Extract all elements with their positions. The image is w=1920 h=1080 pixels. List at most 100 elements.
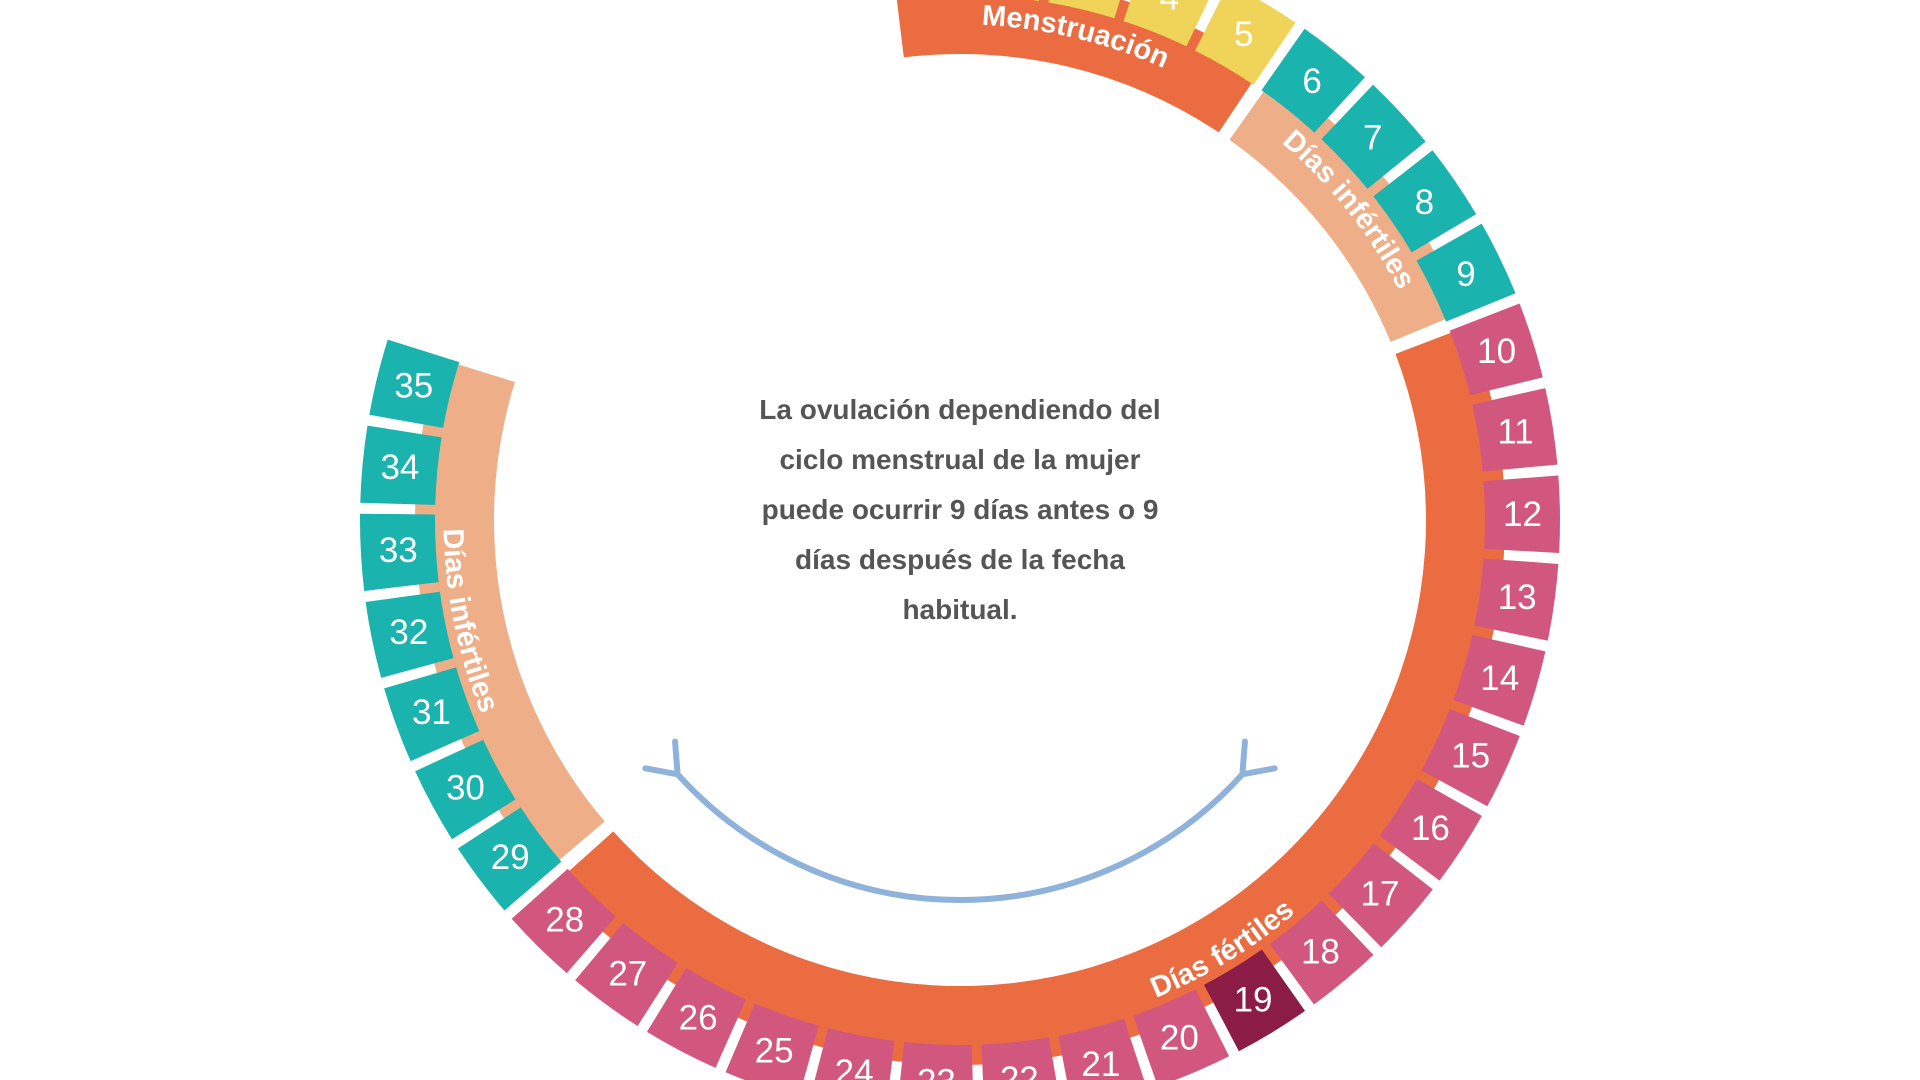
day-number: 16 — [1411, 809, 1450, 848]
day-tile-shape — [725, 1003, 819, 1080]
day-tile-shape — [1472, 388, 1558, 472]
day-tile-shape — [360, 425, 442, 505]
day-tile: 25 — [725, 1003, 819, 1080]
day-tile: 20 — [1133, 989, 1230, 1080]
day-tile-shape — [1133, 989, 1230, 1080]
day-number: 11 — [1497, 413, 1533, 452]
center-note: La ovulación dependiendo del ciclo menst… — [759, 394, 1161, 625]
day-tile: 28 — [511, 868, 616, 974]
day-tile: 17 — [1328, 843, 1433, 948]
day-number: 12 — [1503, 495, 1542, 534]
phase-segment: Menstruación — [896, 0, 1263, 133]
day-tile: 30 — [415, 739, 516, 840]
day-tile: 15 — [1421, 708, 1520, 807]
day-tile: 10 — [1449, 303, 1543, 396]
day-number: 4 — [1160, 0, 1179, 17]
day-tile-shape — [457, 807, 562, 911]
day-number: 13 — [1498, 578, 1537, 617]
day-tile: 31 — [384, 667, 480, 762]
day-tile-shape — [1373, 150, 1477, 253]
day-tile: 23 — [900, 1042, 973, 1080]
day-tile-shape — [1483, 475, 1561, 553]
day-tile-shape — [1449, 303, 1543, 396]
day-number: 8 — [1415, 183, 1434, 222]
day-tile-shape — [1031, 0, 1040, 1]
day-tile: 13 — [1474, 558, 1559, 641]
day-number: 27 — [608, 954, 647, 993]
day-tile-shape — [369, 339, 460, 428]
day-number: 5 — [1234, 15, 1253, 54]
day-number: 10 — [1477, 332, 1516, 371]
day-tile: 18 — [1269, 900, 1374, 1005]
day-number: 31 — [412, 693, 451, 732]
day-tile: 14 — [1453, 634, 1546, 726]
day-tile-shape — [1453, 634, 1546, 726]
day-tile-shape — [415, 739, 516, 840]
day-number: 15 — [1451, 736, 1490, 775]
day-tile-shape — [1204, 949, 1306, 1052]
day-number: 34 — [380, 448, 419, 487]
day-number: 9 — [1456, 255, 1475, 294]
day-tile-shape — [1416, 223, 1516, 322]
day-tile-shape — [900, 1042, 973, 1080]
ovulation-range-arrow — [642, 738, 1278, 904]
day-tile: 3 — [1048, 0, 1120, 19]
day-tile: 12 — [1483, 475, 1561, 553]
day-number: 22 — [1000, 1060, 1039, 1080]
day-tile: 8 — [1373, 150, 1477, 253]
day-number: 26 — [679, 998, 718, 1037]
day-tile: 16 — [1379, 778, 1482, 881]
day-tile-shape — [1474, 558, 1559, 641]
day-tile: 2 — [1031, 0, 1040, 1]
day-number: 14 — [1480, 659, 1519, 698]
day-number: 29 — [491, 838, 530, 877]
day-number: 19 — [1234, 981, 1273, 1020]
day-number: 24 — [835, 1053, 874, 1080]
day-number: 28 — [545, 901, 584, 940]
arrow-head — [1239, 738, 1278, 778]
day-tile-shape — [365, 591, 454, 678]
day-tile: 4 — [1123, 0, 1209, 47]
day-tile-shape — [646, 967, 747, 1068]
day-tile-shape — [1379, 778, 1482, 881]
day-tile: 5 — [1195, 0, 1296, 85]
day-tile-shape — [981, 1037, 1057, 1080]
day-tile-shape — [511, 868, 616, 974]
day-tile: 11 — [1472, 388, 1558, 472]
day-tile: 22 — [981, 1037, 1057, 1080]
day-tile: 19 — [1204, 949, 1306, 1052]
day-tile-shape — [1421, 708, 1520, 807]
phase-segment-shape — [554, 325, 1505, 1065]
day-tile: 24 — [814, 1028, 895, 1080]
day-number: 7 — [1363, 118, 1382, 157]
day-tile-shape — [360, 513, 439, 592]
day-tile-shape — [384, 667, 480, 762]
phase-segment-shape — [415, 358, 605, 873]
day-tile-shape — [1321, 84, 1426, 189]
day-tile: 35 — [369, 339, 460, 428]
day-tile: 9 — [1416, 223, 1516, 322]
arrow-arc — [674, 771, 1246, 904]
day-number: 17 — [1361, 875, 1400, 914]
day-number: 30 — [446, 768, 485, 807]
arrow-head — [642, 738, 681, 778]
day-tile: 33 — [360, 513, 439, 592]
day-tile: 7 — [1321, 84, 1426, 189]
day-tile-shape — [575, 922, 678, 1027]
day-tile-shape — [1269, 900, 1374, 1005]
day-number: 25 — [755, 1031, 794, 1070]
day-tile: 6 — [1261, 28, 1365, 133]
day-tile-shape — [1195, 0, 1296, 85]
day-tile-shape — [1048, 0, 1120, 19]
day-tile-shape — [814, 1028, 895, 1080]
day-number: 35 — [394, 366, 433, 405]
phase-segment-shape — [1229, 75, 1464, 342]
day-ring: 1234567891011121314151617181920212223242… — [360, 0, 1561, 1080]
day-tile: 34 — [360, 425, 442, 505]
day-number: 18 — [1301, 932, 1340, 971]
day-tile: 29 — [457, 807, 562, 911]
day-tile: 21 — [1058, 1018, 1145, 1080]
day-number: 23 — [917, 1063, 956, 1080]
